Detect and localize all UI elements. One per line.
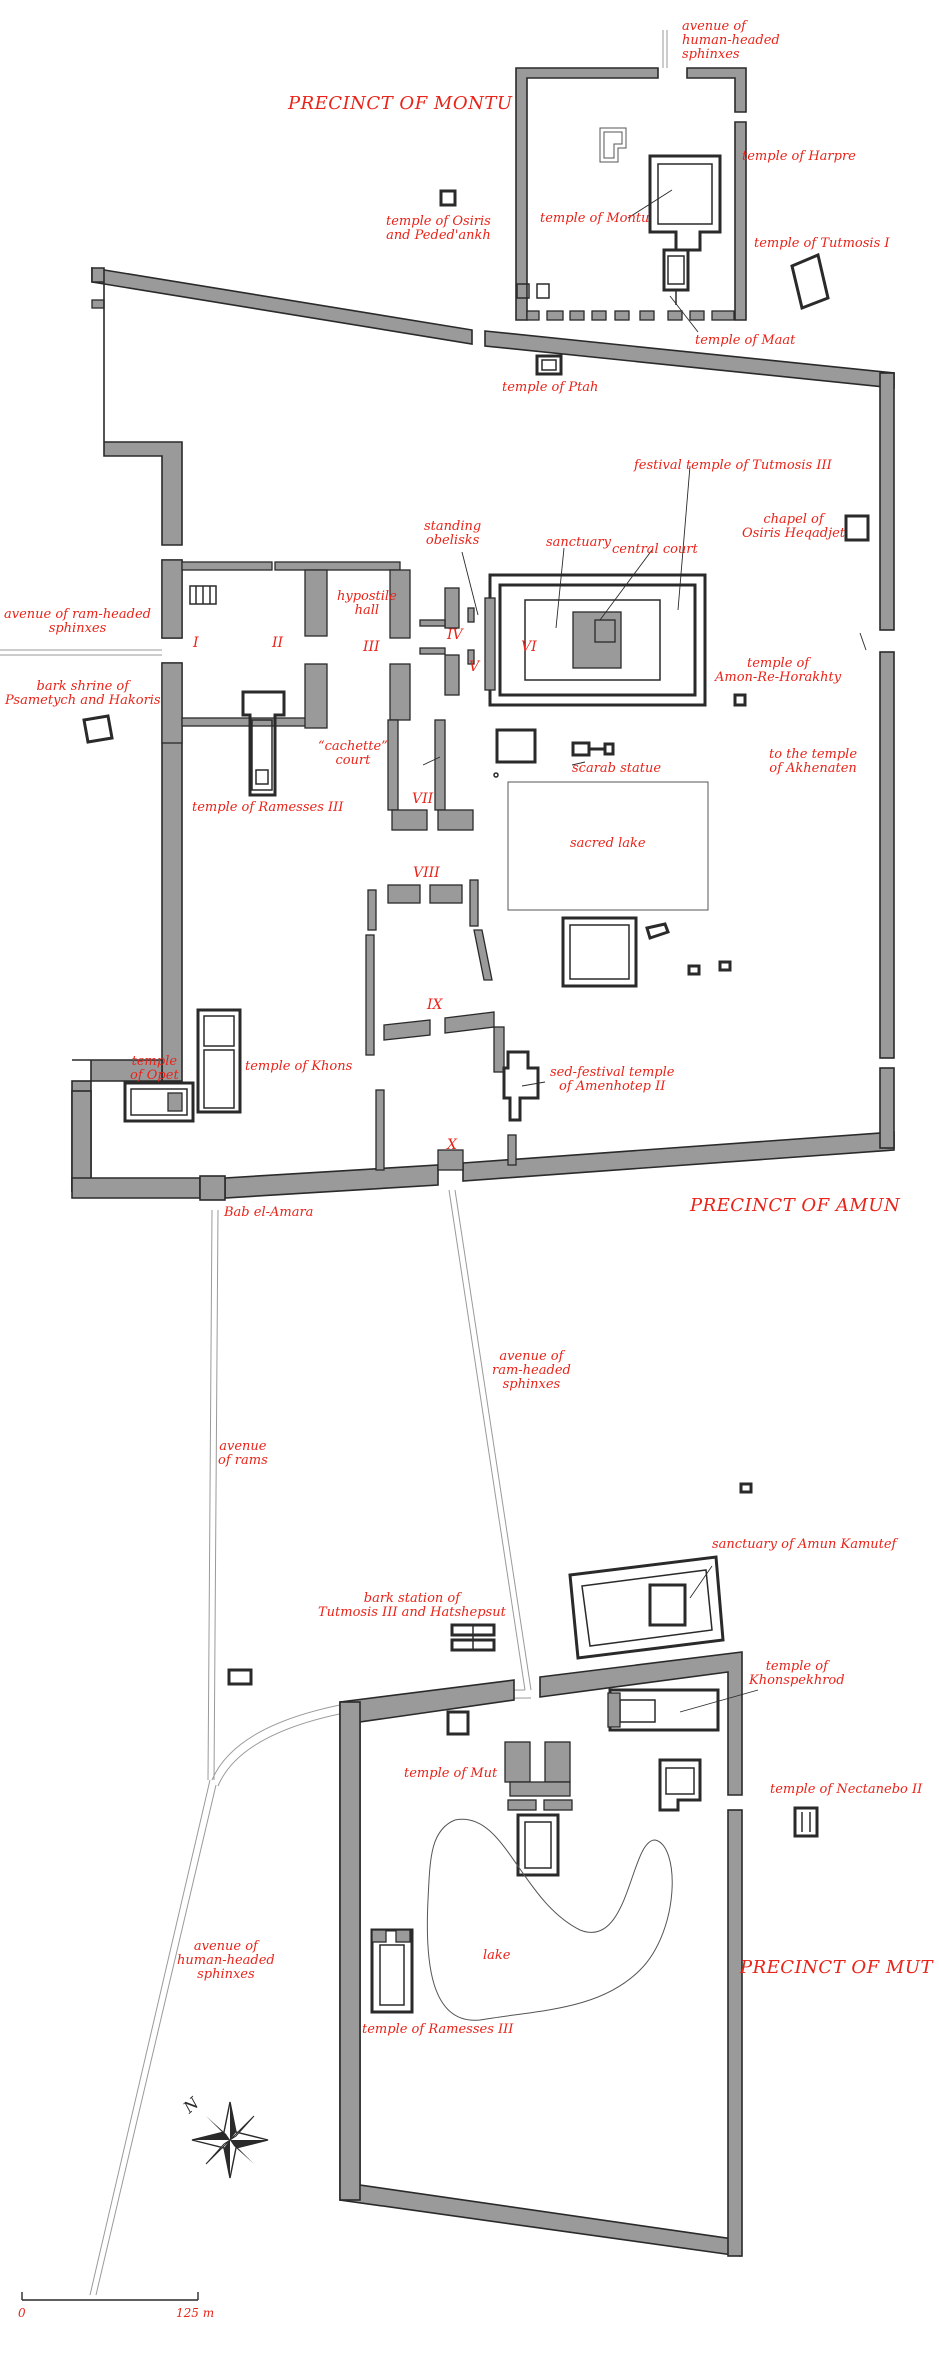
temple-ramesses-iii-north-shape	[241, 690, 286, 797]
label-temple-nectanebo: temple of Nectanebo II	[770, 1782, 923, 1797]
pylon-label: VII	[412, 791, 434, 807]
bab-el-amara-gate	[199, 1175, 226, 1201]
label-avenue-rams: avenue of rams	[218, 1439, 268, 1468]
label-temple-osiris-pededankh: temple of Osiris and Peded'ankh	[386, 214, 491, 243]
label-bab-el-amara: Bab el-Amara	[224, 1205, 314, 1220]
label-scarab-statue: scarab statue	[572, 761, 662, 776]
label-avenue-ram-west: avenue of ram-headed sphinxes	[4, 607, 151, 636]
label-standing-obelisks: standing obelisks	[424, 519, 482, 548]
temple-nectanebo-ii-shape	[793, 1806, 819, 1838]
pylon-label: V	[469, 659, 480, 675]
label-hypostile-hall: hypostile hall	[337, 589, 397, 618]
temple-khons-shape	[196, 1008, 242, 1114]
label-bark-shrine: bark shrine of Psametych and Hakoris	[5, 679, 161, 708]
temple-ramesses-iii-mut-shape	[370, 1928, 414, 2014]
label-temple-opet: temple of Opet	[130, 1054, 179, 1083]
label-avenue-human-south: avenue of human-headed sphinxes	[177, 1939, 275, 1982]
small-bracket-west	[227, 1668, 253, 1686]
label-temple-amon-re: temple of Amon-Re-Horakhty	[715, 656, 842, 685]
label-temple-ramesses-iii-mut: temple of Ramesses III	[362, 2022, 514, 2037]
compass-north-label: N	[179, 2093, 203, 2118]
square-structure-shape	[561, 916, 638, 988]
temple-amon-re-shape	[733, 693, 747, 707]
scarab-statue-shape	[493, 741, 615, 778]
temple-opet-shape	[123, 1081, 195, 1123]
sacred-lake-shape	[507, 781, 709, 911]
label-sed-festival: sed-festival temple of Amenhotep II	[550, 1065, 675, 1094]
label-temple-ramesses-iii-north: temple of Ramesses III	[192, 800, 344, 815]
chapel-osiris-shape	[844, 514, 870, 542]
label-temple-mut: temple of Mut	[404, 1766, 498, 1781]
label-lake: lake	[483, 1948, 511, 1963]
sed-festival-temple-shape	[502, 1050, 540, 1122]
leader-lines	[422, 189, 867, 1713]
scale-start-label: 0	[18, 2306, 26, 2320]
temple-ptah-shape	[535, 354, 563, 376]
label-sanctuary-kamutef: sanctuary of Amun Kamutef	[712, 1537, 897, 1552]
small-square-mut-north	[739, 1482, 753, 1494]
temple-tutmosis-i-shape	[790, 252, 830, 311]
precinct-mut-label: PRECINCT OF MUT	[740, 1957, 934, 1978]
bark-shrine-shape	[82, 714, 114, 744]
pylon-label: I	[193, 635, 199, 651]
pylon-label: VI	[521, 639, 537, 655]
amun-enclosure	[71, 267, 895, 1199]
pylon-label: III	[363, 639, 380, 655]
mut-enclosure	[339, 1651, 743, 2257]
sanctuary-kamutef-shape	[568, 1555, 725, 1660]
label-avenue-human-north: avenue of human-headed sphinxes	[682, 19, 780, 62]
montu-enclosure	[515, 67, 747, 321]
pylon-label: IX	[427, 997, 443, 1013]
pylon-label: IV	[447, 627, 463, 643]
label-sacred-lake: sacred lake	[570, 836, 646, 851]
label-to-akhenaten: to the temple of Akhenaten	[769, 747, 858, 776]
label-cachette-court: “cachette” court	[318, 739, 388, 768]
small-shrine-shape	[495, 728, 537, 764]
label-bark-station: bark station of Tutmosis III and Hatshep…	[318, 1591, 506, 1620]
temple-mut-shape	[504, 1741, 573, 1877]
pylon-label: VIII	[413, 865, 440, 881]
mut-lake-shape	[426, 1818, 673, 2021]
label-chapel-osiris: chapel of Osiris Heqadjet	[742, 512, 846, 541]
scale-end-label: 125 m	[176, 2306, 215, 2320]
label-central-court: central court	[612, 542, 698, 557]
bark-station-shape	[450, 1623, 496, 1652]
label-temple-khonspekhrod: temple of Khonspekhrod	[749, 1659, 845, 1688]
amun-temple-complex	[161, 559, 707, 1171]
temple-nectanebo-shape	[658, 1758, 702, 1812]
label-temple-tutmosis-i: temple of Tutmosis I	[754, 236, 890, 251]
label-temple-harpre: temple of Harpre	[742, 149, 856, 164]
label-avenue-ram-south: avenue of ram-headed sphinxes	[492, 1349, 571, 1392]
precinct-amun-label: PRECINCT OF AMUN	[690, 1195, 901, 1216]
scale-bar	[21, 2292, 199, 2301]
temple-osiris-pededankh-shape	[439, 189, 457, 207]
label-temple-maat: temple of Maat	[695, 333, 796, 348]
precinct-montu-label: PRECINCT OF MONTU	[288, 93, 513, 114]
label-temple-khons: temple of Khons	[245, 1059, 353, 1074]
label-festival-temple: festival temple of Tutmosis III	[634, 458, 832, 473]
pylon-label: X	[447, 1137, 457, 1153]
pylon-label: II	[272, 635, 284, 651]
compass-rose-icon	[191, 2101, 269, 2179]
temple-khonspekhrod-shape	[607, 1688, 720, 1732]
label-temple-ptah: temple of Ptah	[502, 380, 599, 395]
label-temple-montu: temple of Montu	[540, 211, 650, 226]
label-sanctuary: sanctuary	[546, 535, 611, 550]
